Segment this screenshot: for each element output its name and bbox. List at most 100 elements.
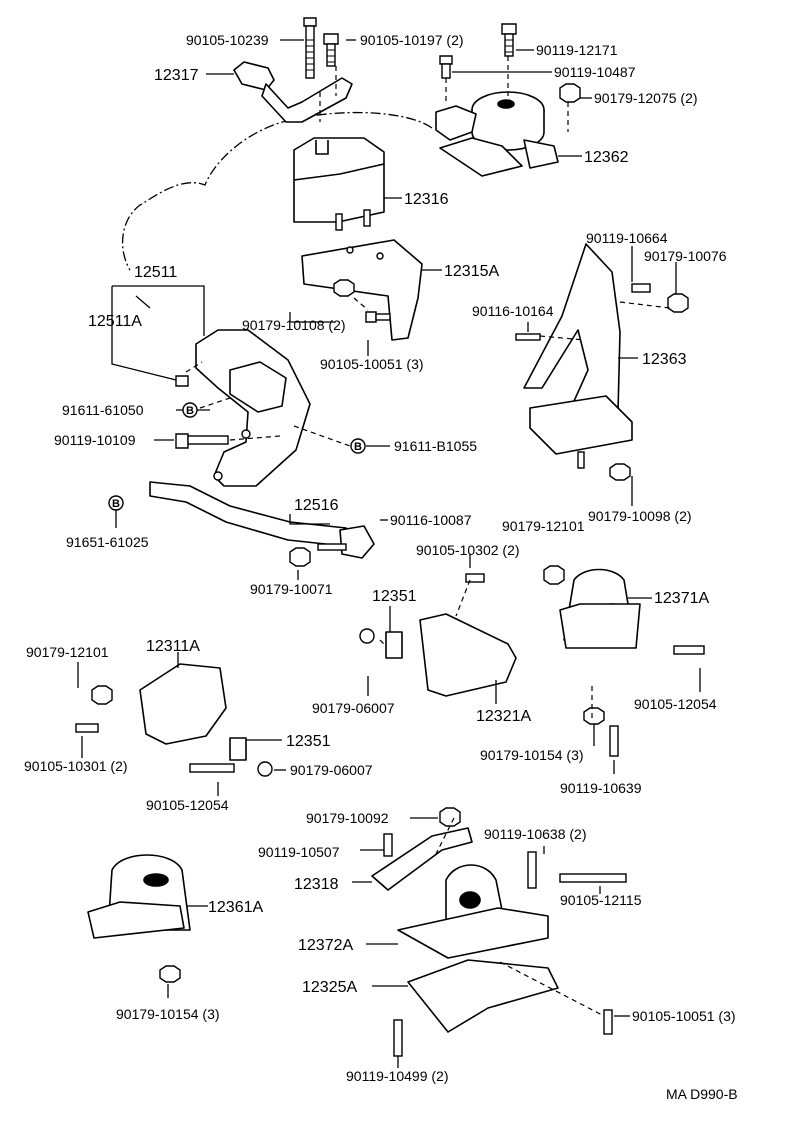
label-90105-10051-a: 90105-10051 (3) <box>320 356 424 372</box>
bolt-90119-10499-icon <box>393 1019 403 1057</box>
bracket-12316 <box>293 137 385 231</box>
nut-90179-10098-icon <box>609 463 631 481</box>
label-90119-10664: 90119-10664 <box>586 230 668 246</box>
bolt-90119-10639-icon <box>609 725 619 757</box>
label-90105-12054-a: 90105-12054 <box>634 696 717 712</box>
bolt-90119-10638-icon <box>527 851 537 889</box>
label-12325A: 12325A <box>302 979 357 996</box>
nut-90179-12101-b-icon <box>91 685 113 705</box>
label-12351-a: 12351 <box>372 588 417 605</box>
label-90119-10487: 90119-10487 <box>554 64 636 80</box>
label-90179-12101-b: 90179-12101 <box>26 644 109 660</box>
label-90105-10197: 90105-10197 (2) <box>360 32 464 48</box>
bolt-90105-10301-icon <box>75 723 99 733</box>
label-12516: 12516 <box>294 497 339 514</box>
svg-text:B: B <box>186 405 194 417</box>
label-90119-12171: 90119-12171 <box>536 42 618 58</box>
label-12361A: 12361A <box>208 899 263 916</box>
bracket-12318 <box>371 827 473 891</box>
label-90119-10507: 90119-10507 <box>258 844 340 860</box>
nut-90179-10154-a-icon <box>583 707 605 725</box>
svg-text:B: B <box>112 498 120 510</box>
label-91611-B1055: 91611-B1055 <box>394 438 477 454</box>
bolt-90105-12054-a-icon <box>673 645 705 655</box>
label-12321A: 12321A <box>476 708 531 725</box>
label-90179-12101-a: 90179-12101 <box>502 518 585 534</box>
bushing-12351-b <box>229 737 247 761</box>
reference-mark-b-1: B <box>182 402 198 418</box>
engine-mount-12362 <box>435 91 559 177</box>
bolt-90119-12171-icon <box>501 23 517 57</box>
label-12315A: 12315A <box>444 263 499 280</box>
label-12363: 12363 <box>642 351 687 368</box>
nut-90179-10076-icon <box>667 293 689 313</box>
label-12311A: 12311A <box>146 638 200 655</box>
engine-outline <box>121 111 433 271</box>
bolt-90105-10302-icon <box>465 573 485 583</box>
nut-90179-10154-b-icon <box>159 965 181 983</box>
washer-90179-06007-b-icon <box>257 761 273 777</box>
bolt-90105-10239-icon <box>303 17 317 79</box>
label-90179-10154-a: 90179-10154 (3) <box>480 747 584 763</box>
label-12316: 12316 <box>404 191 449 208</box>
label-12351-b: 12351 <box>286 733 331 750</box>
washer-90179-06007-a-icon <box>359 628 375 644</box>
label-90179-10154-b: 90179-10154 (3) <box>116 1006 220 1022</box>
label-12511A: 12511A <box>88 313 142 330</box>
leader-lines <box>77 39 701 1068</box>
label-12317: 12317 <box>154 67 199 84</box>
reference-mark-b-2: B <box>350 438 366 454</box>
label-12372A: 12372A <box>298 937 353 954</box>
bushing-12351-a <box>385 631 403 659</box>
bolt-90105-12054-b-icon <box>189 763 235 773</box>
bracket-12321A <box>419 613 517 697</box>
bolt-90119-10507-icon <box>383 833 393 857</box>
bolt-90105-10051-b-icon <box>603 1009 613 1035</box>
bolt-90119-10109-icon <box>175 433 229 449</box>
bracket-12311A <box>139 663 227 745</box>
reference-mark-b-3: B <box>108 495 124 511</box>
plate-12325A <box>407 959 559 1033</box>
bolt-90105-10051-icon <box>365 311 391 323</box>
label-91651-61025: 91651-61025 <box>66 534 149 550</box>
bracket-12363 <box>523 243 633 469</box>
nut-90179-10092-icon <box>439 807 461 827</box>
label-90179-10092: 90179-10092 <box>306 810 389 826</box>
bracket-12315A <box>301 239 423 341</box>
nut-90179-10071-icon <box>289 547 311 567</box>
label-90179-10108: 90179-10108 (2) <box>242 317 346 333</box>
label-90119-10638: 90119-10638 (2) <box>484 826 586 842</box>
label-90105-10051-b: 90105-10051 (3) <box>632 1008 736 1024</box>
label-90105-12115: 90105-12115 <box>560 892 642 908</box>
label-90116-10087: 90116-10087 <box>390 512 472 528</box>
label-90179-06007-a: 90179-06007 <box>312 700 395 716</box>
bolt-90119-10487-icon <box>439 55 453 79</box>
bolt-90105-12115-icon <box>559 873 627 883</box>
part-labels: 90105-10239 90105-10197 (2) 90119-12171 … <box>24 32 738 1102</box>
bolt-12511A-icon <box>175 375 189 387</box>
stud-90116-10164-icon <box>515 333 541 341</box>
label-90179-10076: 90179-10076 <box>644 248 727 264</box>
label-90179-06007-b: 90179-06007 <box>290 762 373 778</box>
label-12362: 12362 <box>584 149 629 166</box>
bolt-90105-10197-icon <box>323 33 339 67</box>
label-90105-10302: 90105-10302 (2) <box>416 542 520 558</box>
engine-mount-12372A <box>397 864 549 959</box>
label-90119-10109: 90119-10109 <box>54 432 136 448</box>
nut-90179-10108-icon <box>333 279 355 297</box>
label-90105-10301: 90105-10301 (2) <box>24 758 128 774</box>
bracket-12317 <box>233 61 353 123</box>
bracket-12511 <box>195 329 311 487</box>
label-90105-12054-b: 90105-12054 <box>146 797 229 813</box>
nut-90179-12075-icon <box>559 83 581 103</box>
label-90116-10164: 90116-10164 <box>472 303 554 319</box>
label-90119-10499: 90119-10499 (2) <box>346 1068 448 1084</box>
label-91611-61050: 91611-61050 <box>62 402 144 418</box>
label-90179-10071: 90179-10071 <box>250 581 333 597</box>
bolt-90119-10664-icon <box>631 283 651 293</box>
engine-mount-12371A <box>559 568 641 649</box>
bolt-90116-10087-icon <box>317 543 347 551</box>
label-90179-10098: 90179-10098 (2) <box>588 508 692 524</box>
dashed-assembly-lines <box>185 56 671 1017</box>
